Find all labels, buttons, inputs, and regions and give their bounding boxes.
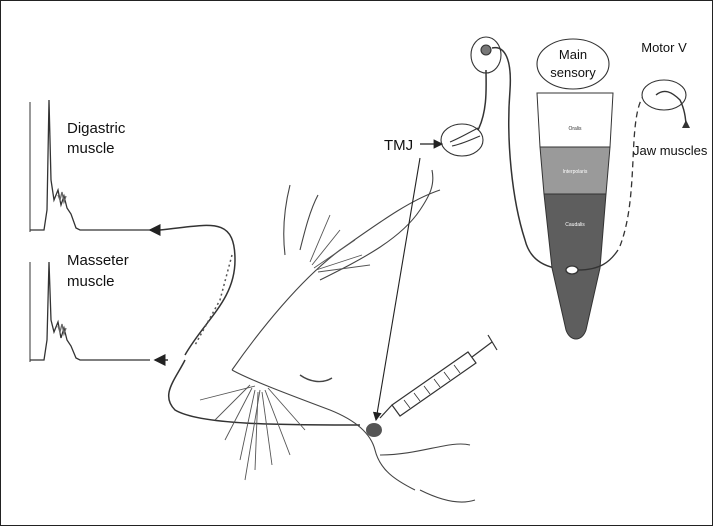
masseter-label: Masseter muscle bbox=[67, 252, 129, 290]
svg-text:Motor V: Motor V bbox=[641, 40, 687, 55]
interpolaris-label: Interpolaris bbox=[563, 169, 588, 175]
recording-lead bbox=[150, 225, 360, 425]
svg-text:sensory: sensory bbox=[550, 65, 596, 80]
spinal-trigeminal-nucleus: Oralis Interpolaris Caudalis bbox=[537, 93, 613, 339]
syringe-icon bbox=[380, 335, 497, 418]
svg-text:muscle: muscle bbox=[67, 140, 115, 157]
jaw-muscles-label: Jaw muscles bbox=[633, 143, 708, 158]
oralis-label: Oralis bbox=[568, 126, 582, 132]
svg-text:muscle: muscle bbox=[67, 273, 115, 290]
svg-text:Digastric: Digastric bbox=[67, 120, 126, 137]
caudalis-label: Caudalis bbox=[565, 222, 585, 228]
svg-text:Masseter: Masseter bbox=[67, 252, 129, 269]
tmj-afferent-ganglion bbox=[441, 124, 483, 156]
main-sensory-nucleus: Main sensory bbox=[537, 39, 609, 89]
digastric-label: Digastric muscle bbox=[67, 120, 126, 157]
motor-v-nucleus: Motor V bbox=[641, 40, 690, 128]
trigeminal-ganglion bbox=[471, 37, 501, 73]
svg-text:Main: Main bbox=[559, 47, 587, 62]
tmj-label: TMJ bbox=[384, 137, 413, 154]
rat-head-outline bbox=[232, 170, 475, 502]
injection-site bbox=[366, 423, 382, 437]
tmj-to-site-arrow bbox=[376, 158, 420, 420]
